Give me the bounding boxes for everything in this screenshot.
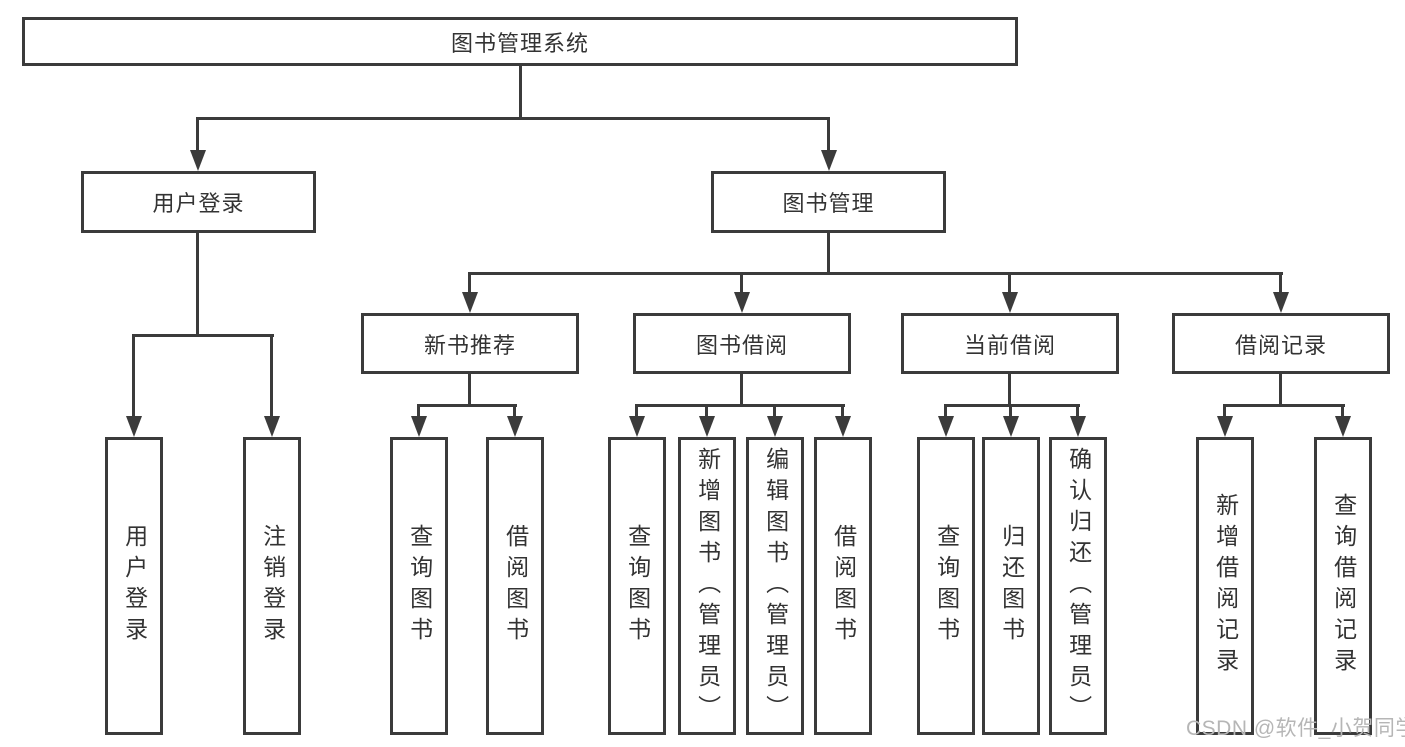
node-borrow-records-label: 借阅记录 bbox=[1234, 332, 1327, 358]
connector-split bbox=[417, 404, 517, 407]
connector-drop bbox=[196, 117, 199, 150]
connector-drop bbox=[773, 404, 776, 416]
arrowhead-icon bbox=[462, 292, 478, 313]
leaf-query-books-borrow: 查询图书 bbox=[608, 437, 666, 735]
connector-drop bbox=[468, 272, 471, 292]
node-root-label: 图书管理系统 bbox=[450, 30, 589, 56]
connector-stem bbox=[468, 374, 471, 405]
arrowhead-icon bbox=[821, 150, 837, 171]
arrowhead-icon bbox=[835, 416, 851, 437]
node-root: 图书管理系统 bbox=[22, 17, 1018, 66]
leaf-user-login: 用户登录 bbox=[105, 437, 163, 735]
leaf-add-borrow-record: 新增借阅记录 bbox=[1196, 437, 1254, 735]
connector-book-mgmt-split bbox=[468, 272, 1283, 275]
leaf-query-books-recommend: 查询图书 bbox=[390, 437, 448, 735]
node-book-management: 图书管理 bbox=[711, 171, 946, 233]
arrowhead-icon bbox=[1273, 292, 1289, 313]
node-book-management-label: 图书管理 bbox=[782, 191, 875, 216]
leaf-query-books-current: 查询图书 bbox=[917, 437, 975, 735]
leaf-label: 编辑图书（管理员） bbox=[762, 446, 789, 726]
arrowhead-icon bbox=[1003, 416, 1019, 437]
arrowhead-icon bbox=[767, 416, 783, 437]
connector-drop bbox=[1341, 404, 1344, 416]
node-current-borrow: 当前借阅 bbox=[901, 313, 1119, 374]
connector-split bbox=[944, 404, 1080, 407]
watermark: CSDN @软件_小贺同学 bbox=[1186, 717, 1405, 740]
node-user-login-label: 用户登录 bbox=[152, 191, 245, 216]
arrowhead-icon bbox=[629, 416, 645, 437]
leaf-borrow-books: 借阅图书 bbox=[814, 437, 872, 735]
leaf-label: 注销登录 bbox=[259, 524, 286, 648]
connector-drop bbox=[132, 334, 135, 416]
node-user-login: 用户登录 bbox=[81, 171, 316, 233]
arrowhead-icon bbox=[1070, 416, 1086, 437]
connector-drop bbox=[944, 404, 947, 416]
node-book-borrow-label: 图书借阅 bbox=[695, 332, 788, 358]
node-borrow-records: 借阅记录 bbox=[1172, 313, 1390, 374]
connector-drop bbox=[1008, 272, 1011, 292]
arrowhead-icon bbox=[1335, 416, 1351, 437]
node-new-book-recommend-label: 新书推荐 bbox=[423, 332, 516, 358]
connector-user-login-stem bbox=[196, 233, 199, 335]
connector-stem bbox=[1279, 374, 1282, 405]
connector-split bbox=[1223, 404, 1345, 407]
connector-stem bbox=[740, 374, 743, 405]
leaf-label: 新增图书（管理员） bbox=[694, 446, 721, 726]
leaf-add-books-admin: 新增图书（管理员） bbox=[678, 437, 736, 735]
connector-drop bbox=[705, 404, 708, 416]
connector-drop bbox=[841, 404, 844, 416]
connector-drop bbox=[1009, 404, 1012, 416]
leaf-label: 用户登录 bbox=[121, 524, 148, 648]
connector-drop bbox=[635, 404, 638, 416]
leaf-edit-books-admin: 编辑图书（管理员） bbox=[746, 437, 804, 735]
arrowhead-icon bbox=[1002, 292, 1018, 313]
arrowhead-icon bbox=[734, 292, 750, 313]
arrowhead-icon bbox=[699, 416, 715, 437]
arrowhead-icon bbox=[190, 150, 206, 171]
connector-drop bbox=[270, 334, 273, 416]
leaf-label: 查询借阅记录 bbox=[1330, 493, 1357, 679]
connector-drop bbox=[827, 117, 830, 150]
connector-split bbox=[635, 404, 845, 407]
connector-drop bbox=[417, 404, 420, 416]
connector-drop bbox=[513, 404, 516, 416]
connector-book-mgmt-stem bbox=[827, 233, 830, 273]
arrowhead-icon bbox=[264, 416, 280, 437]
arrowhead-icon bbox=[507, 416, 523, 437]
node-current-borrow-label: 当前借阅 bbox=[963, 332, 1056, 358]
node-book-borrow: 图书借阅 bbox=[633, 313, 851, 374]
arrowhead-icon bbox=[411, 416, 427, 437]
leaf-query-borrow-record: 查询借阅记录 bbox=[1314, 437, 1372, 735]
connector-drop bbox=[1279, 272, 1282, 292]
leaf-label: 确认归还（管理员） bbox=[1065, 446, 1092, 726]
connector-drop bbox=[1076, 404, 1079, 416]
leaf-confirm-return-admin: 确认归还（管理员） bbox=[1049, 437, 1107, 735]
leaf-label: 新增借阅记录 bbox=[1212, 493, 1239, 679]
connector-user-login-split bbox=[132, 334, 274, 337]
leaf-return-books: 归还图书 bbox=[982, 437, 1040, 735]
leaf-label: 借阅图书 bbox=[830, 524, 857, 648]
node-new-book-recommend: 新书推荐 bbox=[361, 313, 579, 374]
connector-drop bbox=[1223, 404, 1226, 416]
arrowhead-icon bbox=[1217, 416, 1233, 437]
connector-root-split bbox=[197, 117, 830, 120]
leaf-label: 归还图书 bbox=[998, 524, 1025, 648]
leaf-borrow-books-recommend: 借阅图书 bbox=[486, 437, 544, 735]
arrowhead-icon bbox=[126, 416, 142, 437]
connector-drop bbox=[740, 272, 743, 292]
leaf-label: 查询图书 bbox=[624, 524, 651, 648]
connector-root-stem bbox=[519, 66, 522, 118]
connector-stem bbox=[1008, 374, 1011, 405]
leaf-label: 查询图书 bbox=[406, 524, 433, 648]
leaf-label: 借阅图书 bbox=[502, 524, 529, 648]
leaf-logout: 注销登录 bbox=[243, 437, 301, 735]
arrowhead-icon bbox=[938, 416, 954, 437]
leaf-label: 查询图书 bbox=[933, 524, 960, 648]
